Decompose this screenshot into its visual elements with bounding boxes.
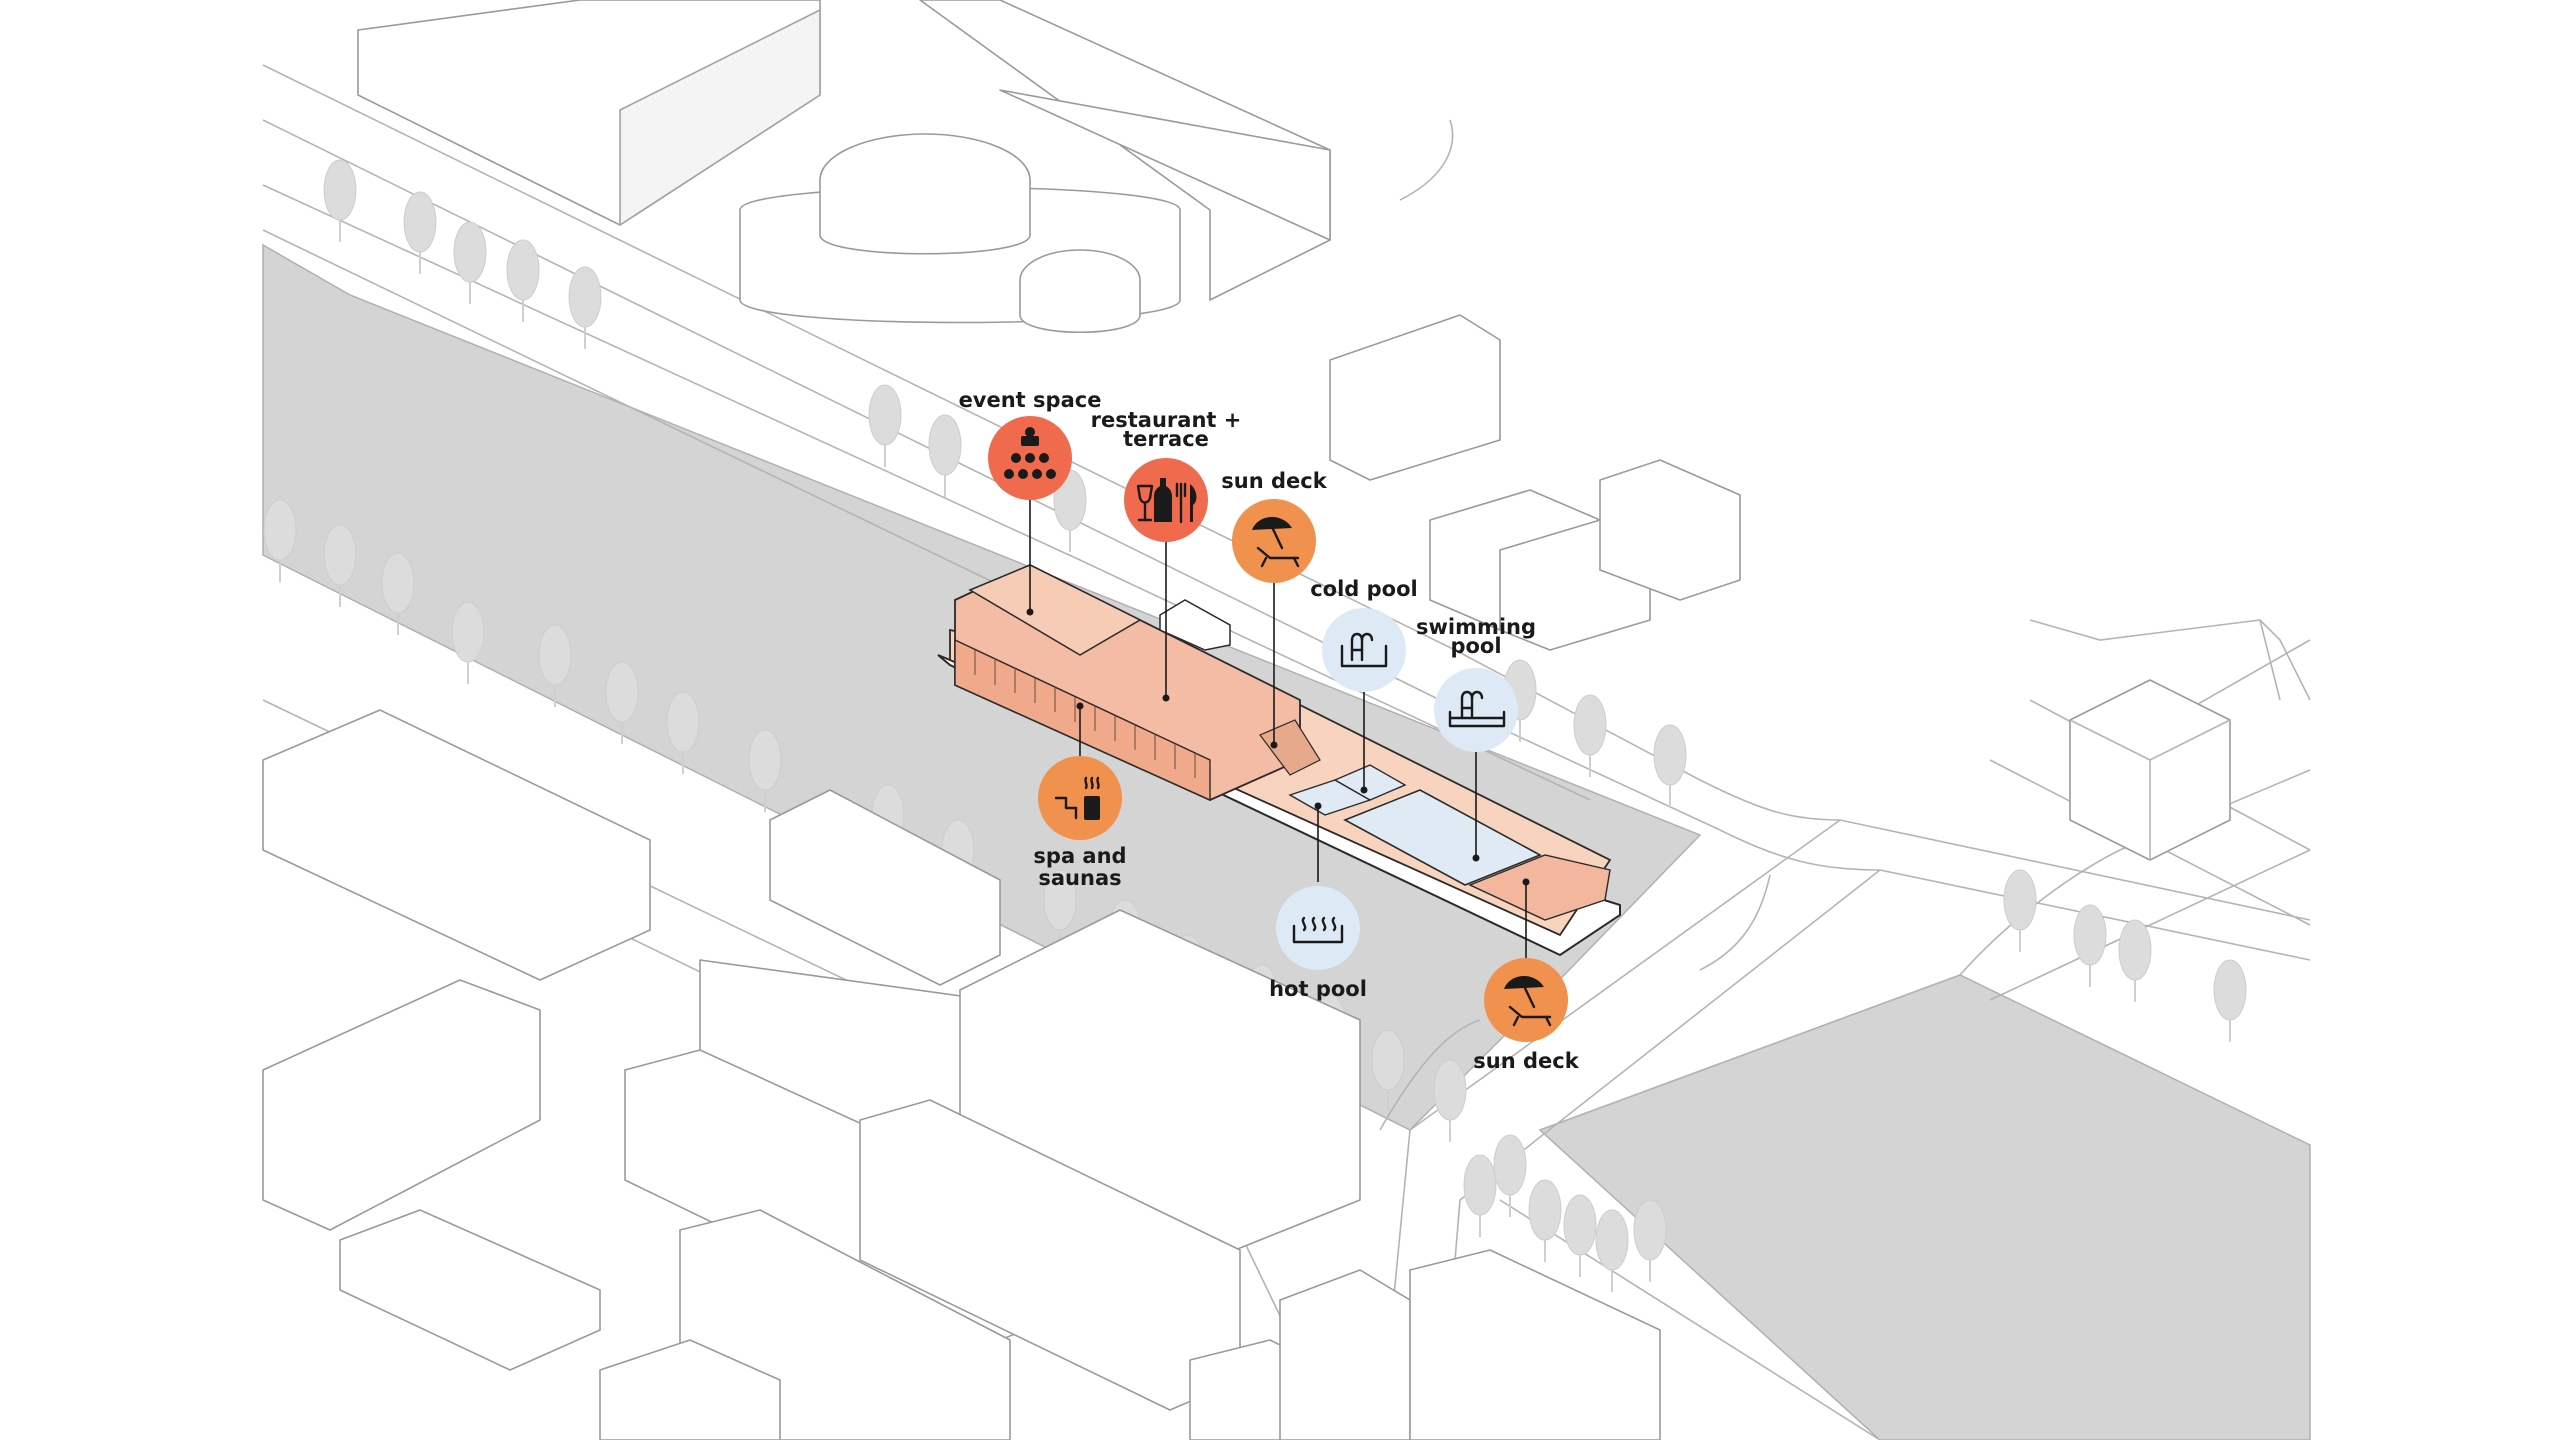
- restaurant-label-line1: restaurant +: [1091, 408, 1242, 432]
- swimming-pool-label-line2: pool: [1450, 634, 1501, 658]
- deck-stairs: [1259, 719, 1321, 776]
- sun-deck-bottom-badge: [1484, 958, 1568, 1042]
- trees: [263, 159, 2247, 1292]
- callout-sun-deck-bottom: sun deck: [1473, 958, 1580, 1073]
- callout-swimming-pool: swimming pool: [1416, 615, 1536, 752]
- sauna-stove-icon: [1054, 776, 1100, 820]
- callout-event-space: event space: [959, 388, 1102, 500]
- restaurant-label-line2: terrace: [1123, 427, 1209, 451]
- hot-pool-steam-icon: [1292, 916, 1344, 944]
- sun-deck-top-label: sun deck: [1221, 469, 1327, 493]
- callout-hot-pool: hot pool: [1269, 886, 1367, 1001]
- building-roof: [968, 564, 1142, 656]
- spa-badge: [1038, 756, 1122, 840]
- cold-pool-basin: [1333, 764, 1407, 801]
- swimming-pool-ladder-icon: [1448, 690, 1506, 728]
- swimming-pool-label-line1: swimming: [1416, 615, 1536, 639]
- callout-cold-pool: cold pool: [1310, 577, 1418, 692]
- deck-chair-umbrella-icon: [1252, 516, 1300, 568]
- leader-lines: [1026, 498, 1530, 958]
- sun-deck-end: [1468, 854, 1611, 921]
- spa-label-line2: saunas: [1038, 866, 1121, 890]
- pool-ladder-icon: [1340, 632, 1388, 668]
- building-facade: [954, 638, 1211, 802]
- audience-icon: [1004, 427, 1056, 479]
- cold-pool-label: cold pool: [1310, 577, 1418, 601]
- event-space-label: event space: [959, 388, 1102, 412]
- cold-pool-badge: [1322, 608, 1406, 692]
- stair-tower: [1159, 599, 1231, 651]
- sun-deck-top-badge: [1232, 499, 1316, 583]
- road-network: [262, 64, 2311, 1440]
- hot-pool-badge: [1276, 886, 1360, 970]
- boat-complex: [937, 564, 1621, 957]
- swimming-pool-basin: [1343, 789, 1542, 886]
- facade-windows: [974, 650, 1196, 778]
- deck-chair-umbrella-icon: [1504, 975, 1552, 1027]
- callout-restaurant: restaurant + terrace: [1091, 408, 1242, 542]
- callout-sun-deck-top: sun deck: [1221, 469, 1328, 583]
- wine-and-cutlery-icon: [1136, 478, 1197, 524]
- callout-spa: spa and saunas: [1033, 756, 1127, 890]
- swimming-pool-badge: [1434, 668, 1518, 752]
- sun-deck-bottom-label: sun deck: [1473, 1049, 1579, 1073]
- spa-label-line1: spa and: [1033, 844, 1126, 868]
- hot-pool-label: hot pool: [1269, 977, 1367, 1001]
- context-buildings: [262, 0, 2231, 1440]
